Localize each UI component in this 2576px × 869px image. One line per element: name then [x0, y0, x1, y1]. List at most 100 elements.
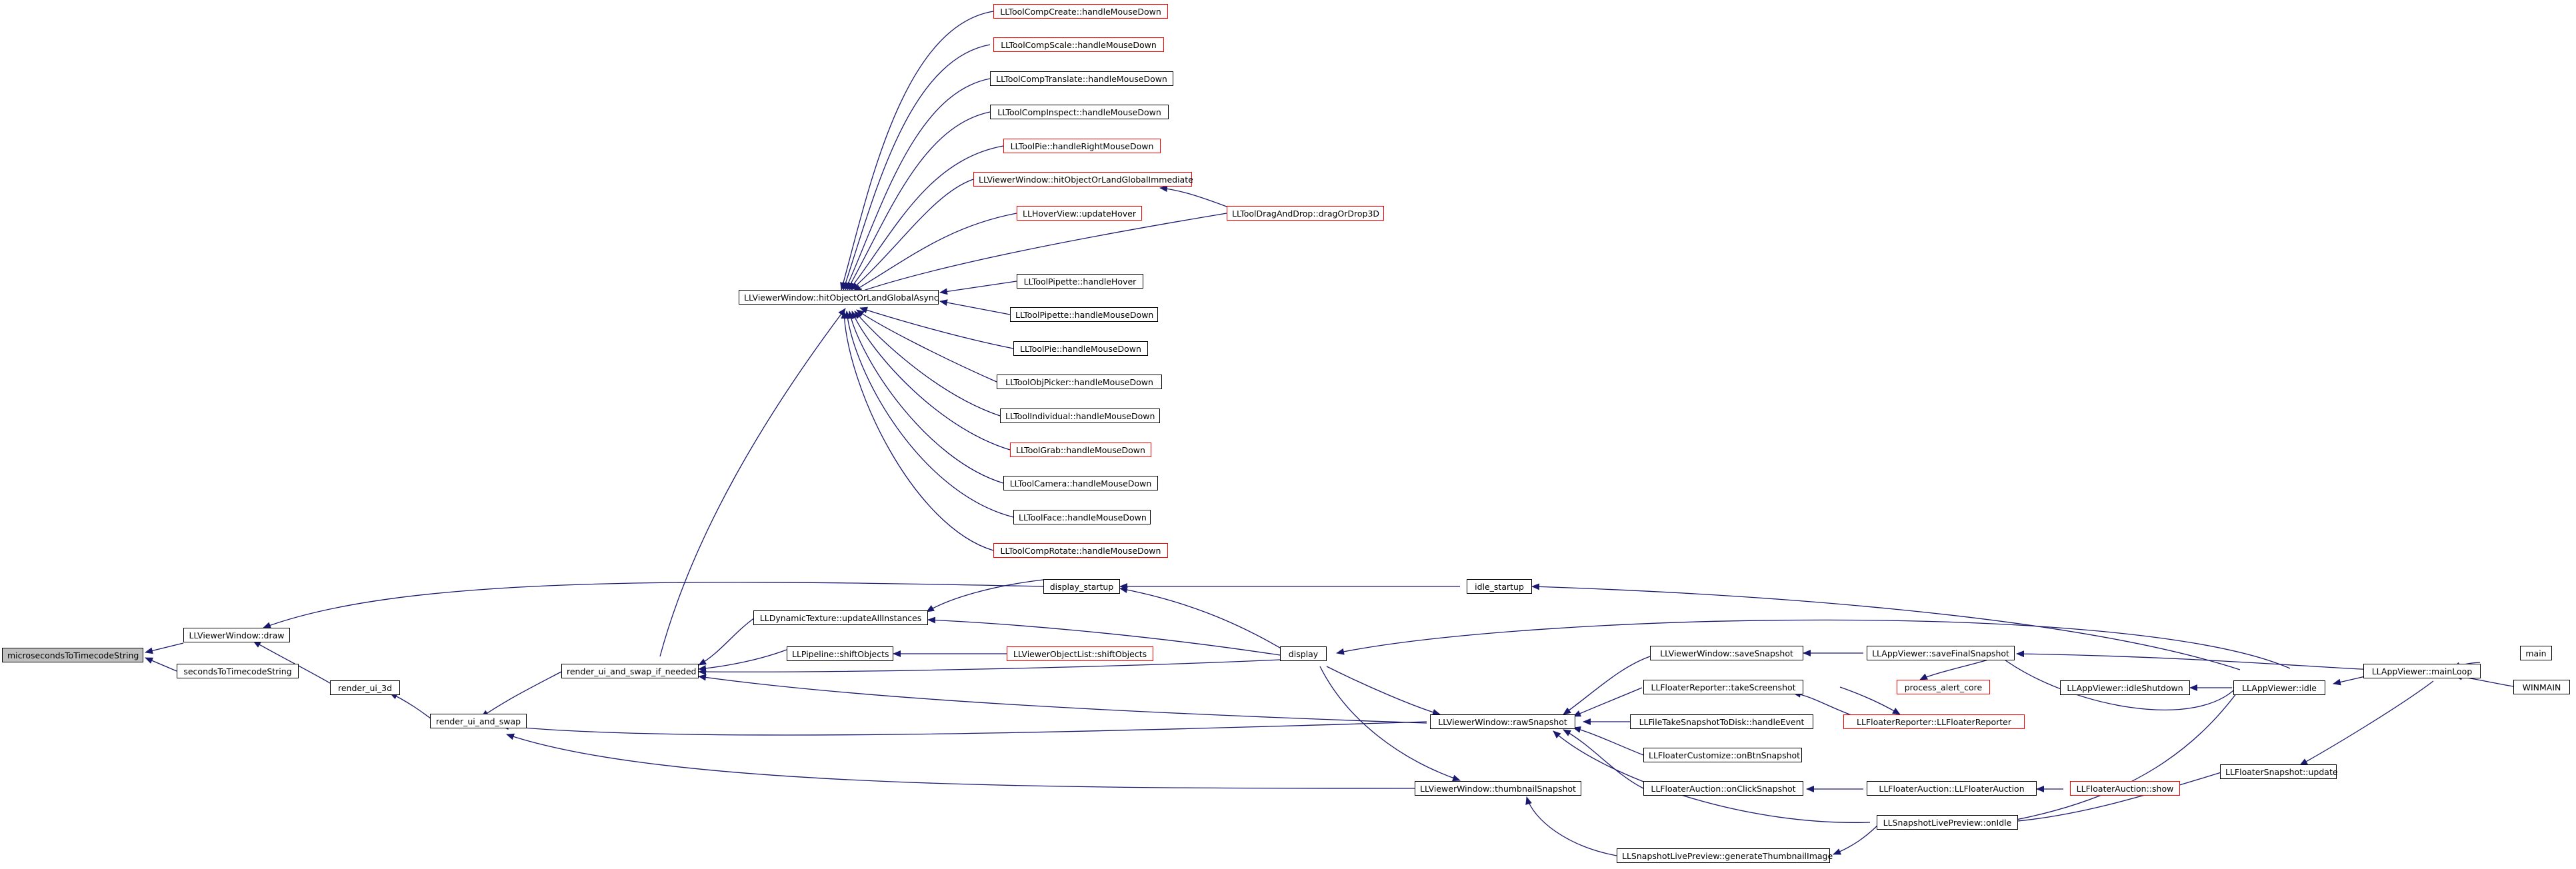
- edge: [847, 311, 1004, 484]
- node-idle-startup[interactable]: idle_startup: [1467, 579, 1532, 594]
- edge: [1525, 796, 1617, 856]
- node-app-viewer-idle-shutdown[interactable]: LLAppViewer::idleShutdown: [2060, 680, 2190, 695]
- node-file-take-snapshot[interactable]: LLFileTakeSnapshotToDisk::handleEvent: [1630, 714, 1813, 729]
- node-floater-customize[interactable]: LLFloaterCustomize::onBtnSnapshot: [1643, 748, 1802, 762]
- edge: [1563, 729, 1644, 789]
- edge: [926, 579, 1044, 612]
- node-tool-grab[interactable]: LLToolGrab::handleMouseDown: [1010, 442, 1151, 457]
- edge: [659, 308, 846, 657]
- node-save-snapshot[interactable]: LLViewerWindow::saveSnapshot: [1650, 646, 1803, 660]
- edge: [506, 733, 1419, 789]
- edge: [2001, 771, 2224, 826]
- edge: [841, 311, 994, 551]
- edge: [1119, 586, 1287, 652]
- edge: [1159, 185, 1227, 207]
- node-render-ui-and-swap[interactable]: render_ui_and_swap: [430, 714, 527, 728]
- node-viewer-window-draw[interactable]: LLViewerWindow::draw: [183, 628, 290, 642]
- node-dynamic-texture-update[interactable]: LLDynamicTexture::updateAllInstances: [753, 610, 928, 625]
- edge: [1326, 666, 1441, 716]
- edge: [840, 11, 994, 291]
- node-floater-snapshot-update[interactable]: LLFloaterSnapshot::update: [2220, 764, 2338, 779]
- node-tool-pie-mouse-down[interactable]: LLToolPie::handleMouseDown: [1013, 341, 1148, 356]
- node-display-startup[interactable]: display_startup: [1043, 579, 1120, 594]
- edge: [481, 671, 562, 718]
- node-tool-comp-rotate[interactable]: LLToolCompRotate::handleMouseDown: [993, 543, 1168, 558]
- edge: [1563, 655, 1653, 715]
- edge: [854, 311, 1001, 417]
- node-floater-auction-show[interactable]: LLFloaterAuction::show: [2070, 781, 2180, 796]
- edge: [1833, 822, 1881, 855]
- node-pipeline-shift-objects[interactable]: LLPipeline::shiftObjects: [787, 646, 893, 661]
- node-app-viewer-main-loop[interactable]: LLAppViewer::mainLoop: [2363, 664, 2481, 678]
- node-generate-thumbnail-image[interactable]: LLSnapshotLivePreview::generateThumbnail…: [1617, 848, 1833, 863]
- node-hover-view-update-hover[interactable]: LLHoverView::updateHover: [1017, 206, 1142, 221]
- edge: [853, 213, 1017, 292]
- node-floater-reporter-ctor[interactable]: LLFloaterReporter::LLFloaterReporter: [1843, 714, 2025, 729]
- node-hit-object-or-land-global-async[interactable]: LLViewerWindow::hitObjectOrLandGlobalAsy…: [739, 290, 939, 305]
- node-take-screenshot[interactable]: LLFloaterReporter::takeScreenshot: [1643, 680, 1803, 694]
- node-tool-individual[interactable]: LLToolIndividual::handleMouseDown: [1000, 409, 1160, 423]
- node-auction-on-click-snapshot[interactable]: LLFloaterAuction::onClickSnapshot: [1643, 781, 1803, 796]
- node-thumbnail-snapshot[interactable]: LLViewerWindow::thumbnailSnapshot: [1415, 781, 1581, 796]
- node-render-ui-3d[interactable]: render_ui_3d: [330, 680, 400, 695]
- edge: [927, 616, 1281, 656]
- edge: [851, 311, 1011, 450]
- node-save-final-snapshot[interactable]: LLAppViewer::saveFinalSnapshot: [1867, 646, 2015, 660]
- node-process-alert-core[interactable]: process_alert_core: [1897, 680, 1990, 694]
- edge: [856, 309, 997, 383]
- edge: [939, 281, 1017, 295]
- edge: [1793, 690, 1857, 718]
- edge: [1573, 726, 1644, 756]
- node-app-viewer-idle[interactable]: LLAppViewer::idle: [2233, 680, 2325, 695]
- node-tool-pipette-mouse-down[interactable]: LLToolPipette::handleMouseDown: [1010, 307, 1158, 322]
- node-snapshot-preview-on-idle[interactable]: LLSnapshotLivePreview::onIdle: [1877, 815, 2018, 830]
- edge: [1999, 656, 2241, 710]
- node-tool-comp-create[interactable]: LLToolCompCreate::handleMouseDown: [993, 4, 1168, 19]
- edge: [2299, 680, 2434, 766]
- edge: [1531, 583, 2241, 670]
- node-render-ui-and-swap-if-needed[interactable]: render_ui_and_swap_if_needed: [561, 664, 699, 678]
- node-raw-snapshot[interactable]: LLViewerWindow::rawSnapshot: [1430, 714, 1575, 729]
- edge: [859, 307, 1014, 349]
- node-floater-auction-ctor[interactable]: LLFloaterAuction::LLFloaterAuction: [1867, 781, 2037, 796]
- edge: [939, 299, 1011, 315]
- edge: [145, 657, 177, 672]
- edge: [849, 145, 1004, 291]
- node-tool-camera[interactable]: LLToolCamera::handleMouseDown: [1003, 476, 1158, 490]
- edge: [145, 642, 184, 654]
- node-microseconds-to-timecode-string[interactable]: microsecondsToTimecodeString: [2, 648, 143, 662]
- edge: [1839, 686, 1901, 715]
- node-winmain[interactable]: WINMAIN: [2513, 680, 2570, 694]
- edge: [2001, 680, 2246, 825]
- edge: [842, 44, 991, 291]
- edge: [1573, 687, 1643, 717]
- edge: [855, 213, 1227, 295]
- node-tool-comp-translate[interactable]: LLToolCompTranslate::handleMouseDown: [990, 71, 1173, 86]
- node-seconds-to-timecode-string[interactable]: secondsToTimecodeString: [177, 664, 299, 678]
- edge: [698, 617, 755, 666]
- edge: [263, 582, 1044, 628]
- edge: [2016, 650, 2374, 670]
- node-tool-pie-right-mouse-down[interactable]: LLToolPie::handleRightMouseDown: [1003, 139, 1161, 153]
- edge: [698, 649, 787, 672]
- node-tool-comp-scale[interactable]: LLToolCompScale::handleMouseDown: [993, 37, 1164, 52]
- node-main[interactable]: main: [2520, 646, 2552, 660]
- node-object-list-shift-objects[interactable]: LLViewerObjectList::shiftObjects: [1007, 646, 1153, 661]
- edge: [1319, 666, 1461, 782]
- node-tool-pipette-hover[interactable]: LLToolPipette::handleHover: [1017, 274, 1143, 289]
- edge: [501, 721, 1427, 736]
- edge: [847, 111, 991, 291]
- node-tool-comp-inspect[interactable]: LLToolCompInspect::handleMouseDown: [990, 105, 1169, 119]
- edge: [845, 78, 991, 291]
- node-tool-face[interactable]: LLToolFace::handleMouseDown: [1013, 510, 1151, 524]
- edge: [1553, 730, 1871, 823]
- edge: [698, 659, 1281, 676]
- edge: [844, 311, 1014, 518]
- node-tool-drag-and-drop[interactable]: LLToolDragAndDrop::dragOrDrop3D: [1227, 206, 1384, 221]
- edge: [389, 692, 434, 721]
- node-display[interactable]: display: [1280, 646, 1327, 661]
- edge: [698, 674, 1427, 724]
- node-hit-object-or-land-global-immediate[interactable]: LLViewerWindow::hitObjectOrLandGlobalImm…: [973, 172, 1193, 187]
- node-tool-obj-picker[interactable]: LLToolObjPicker::handleMouseDown: [997, 375, 1162, 389]
